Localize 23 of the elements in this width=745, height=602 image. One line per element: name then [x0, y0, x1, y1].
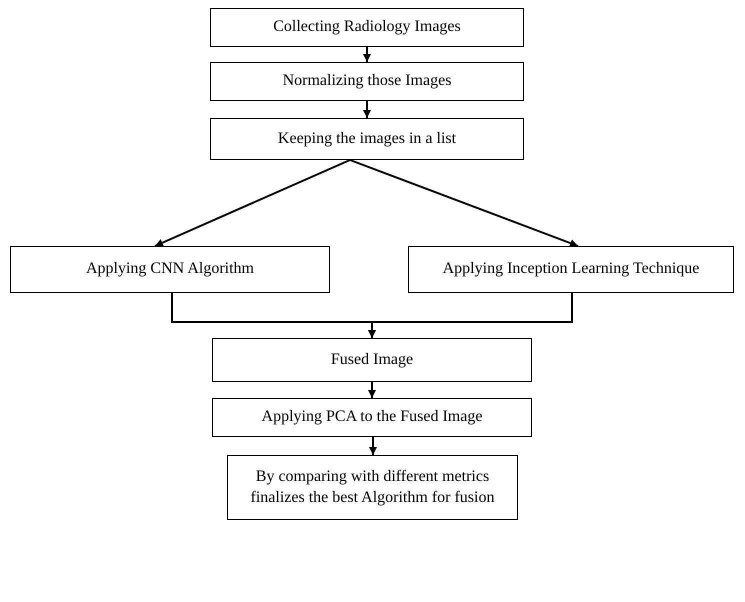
box-label: Fused Image [330, 350, 414, 370]
process-box [210, 8, 524, 47]
arrow [368, 382, 376, 398]
process-box [212, 398, 532, 437]
process-box [210, 118, 524, 160]
arrow [368, 293, 573, 338]
arrow [369, 437, 377, 455]
box-label: By comparing with different metrics finalizes the best Algorithm for fusion [250, 466, 496, 508]
box-label: Normalizing those Images [282, 71, 452, 92]
box-label: Applying CNN Algorithm [86, 259, 254, 280]
box-label: Applying PCA to the Fused Image [262, 407, 482, 428]
box-label: Keeping the images in a list [278, 128, 456, 149]
box-label: Applying Inception Learning Technique [442, 259, 700, 280]
arrow [350, 159, 578, 247]
process-box [10, 246, 330, 293]
box-label: Collecting Radiology Images [273, 17, 461, 38]
arrow [363, 47, 371, 62]
arrow [363, 101, 371, 118]
process-box [227, 455, 518, 520]
arrow [154, 159, 350, 247]
process-box [210, 62, 524, 101]
process-box [212, 338, 532, 382]
process-box [408, 246, 734, 293]
